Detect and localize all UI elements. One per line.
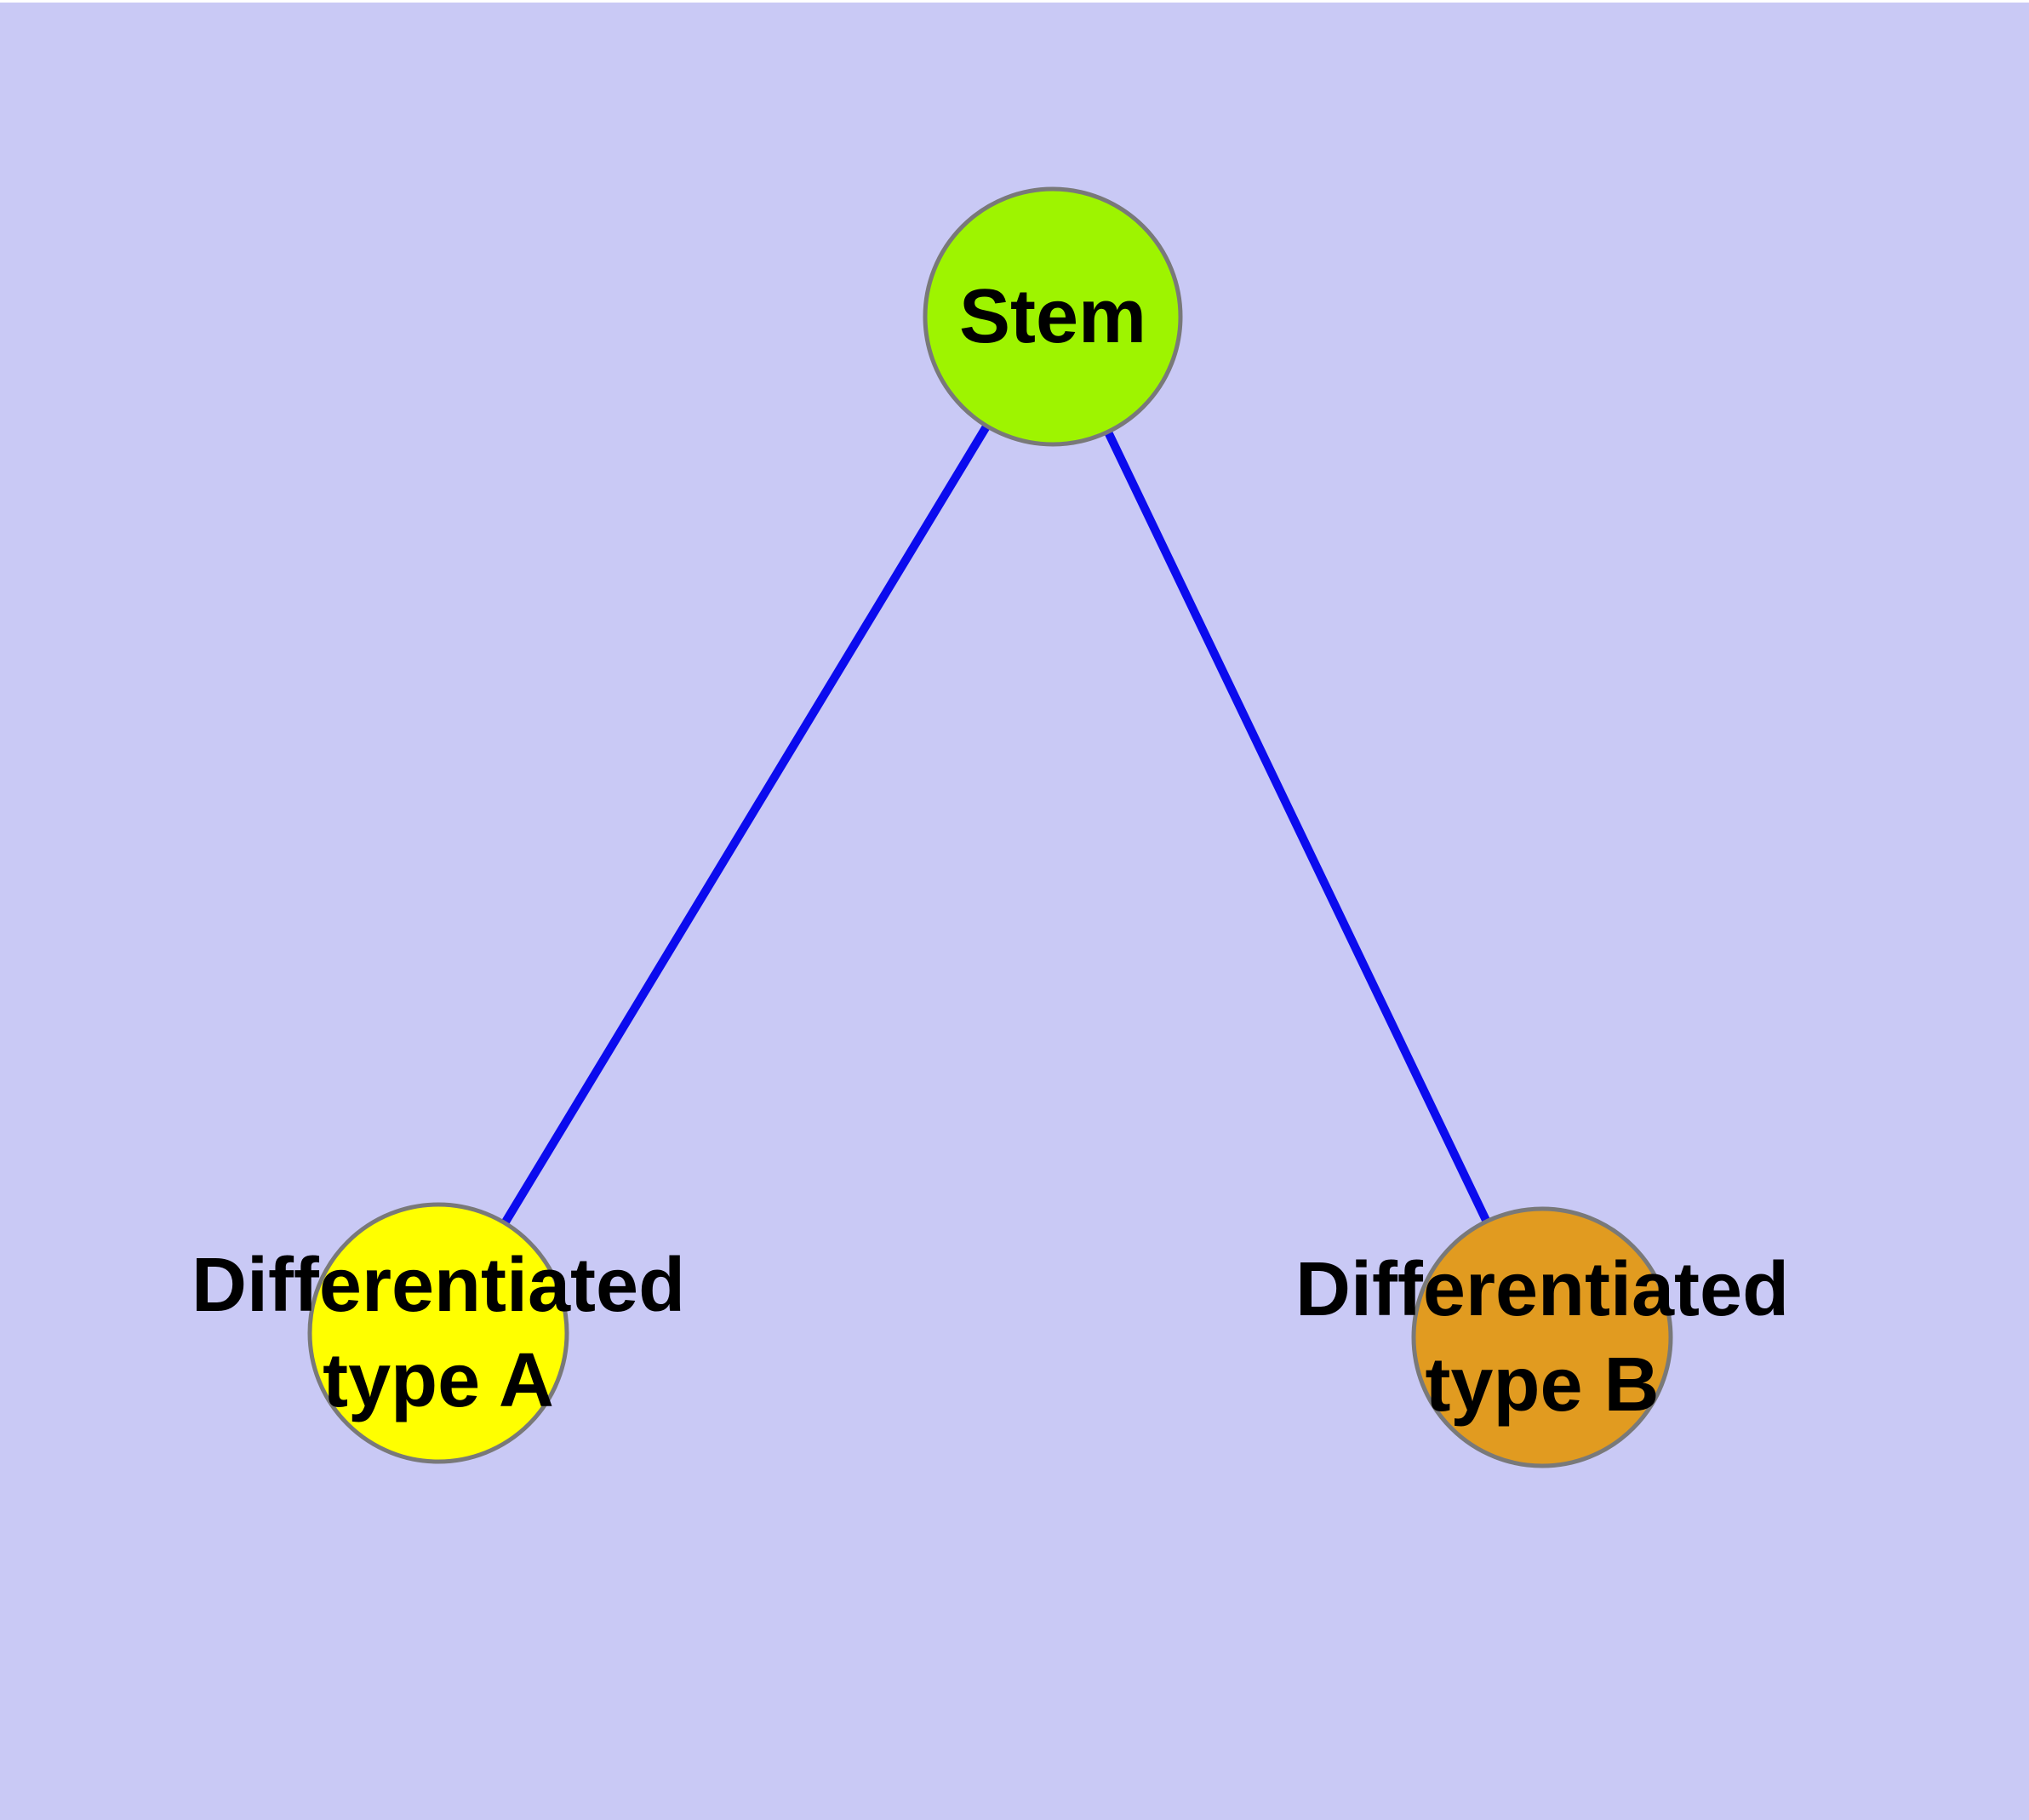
type-a-node-circle	[307, 1202, 569, 1464]
edge-stem-to-type-b	[1049, 314, 1546, 1340]
edge-stem-to-type-a	[434, 314, 1057, 1336]
type-b-node-circle	[1411, 1206, 1673, 1468]
stem-node-circle	[923, 186, 1183, 447]
